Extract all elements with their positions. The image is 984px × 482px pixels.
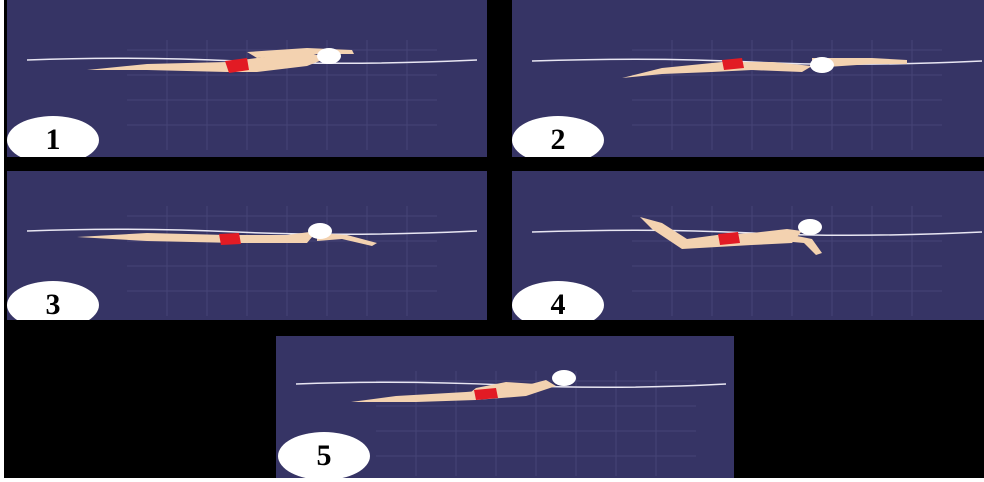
swim-panel-2: 2	[512, 0, 984, 157]
swim-panel-3: 3	[7, 171, 487, 320]
water-grid	[127, 206, 437, 316]
swimmer	[640, 217, 822, 255]
swimmer	[351, 370, 576, 402]
step-number-badge: 5	[278, 432, 370, 478]
step-number: 4	[551, 288, 566, 320]
water-grid	[632, 206, 942, 316]
swim-panel-1: 1	[7, 0, 487, 157]
step-number-badge: 1	[7, 116, 99, 157]
water-grid	[632, 40, 942, 150]
waterline	[27, 229, 477, 234]
swim-panel-5: 5	[276, 336, 734, 478]
step-number: 2	[551, 123, 566, 157]
step-number: 3	[46, 288, 61, 320]
step-number: 1	[46, 123, 61, 157]
step-number-badge: 2	[512, 116, 604, 157]
swim-panel-4: 4	[512, 171, 984, 320]
step-number: 5	[317, 439, 332, 473]
swimmer	[77, 223, 377, 246]
